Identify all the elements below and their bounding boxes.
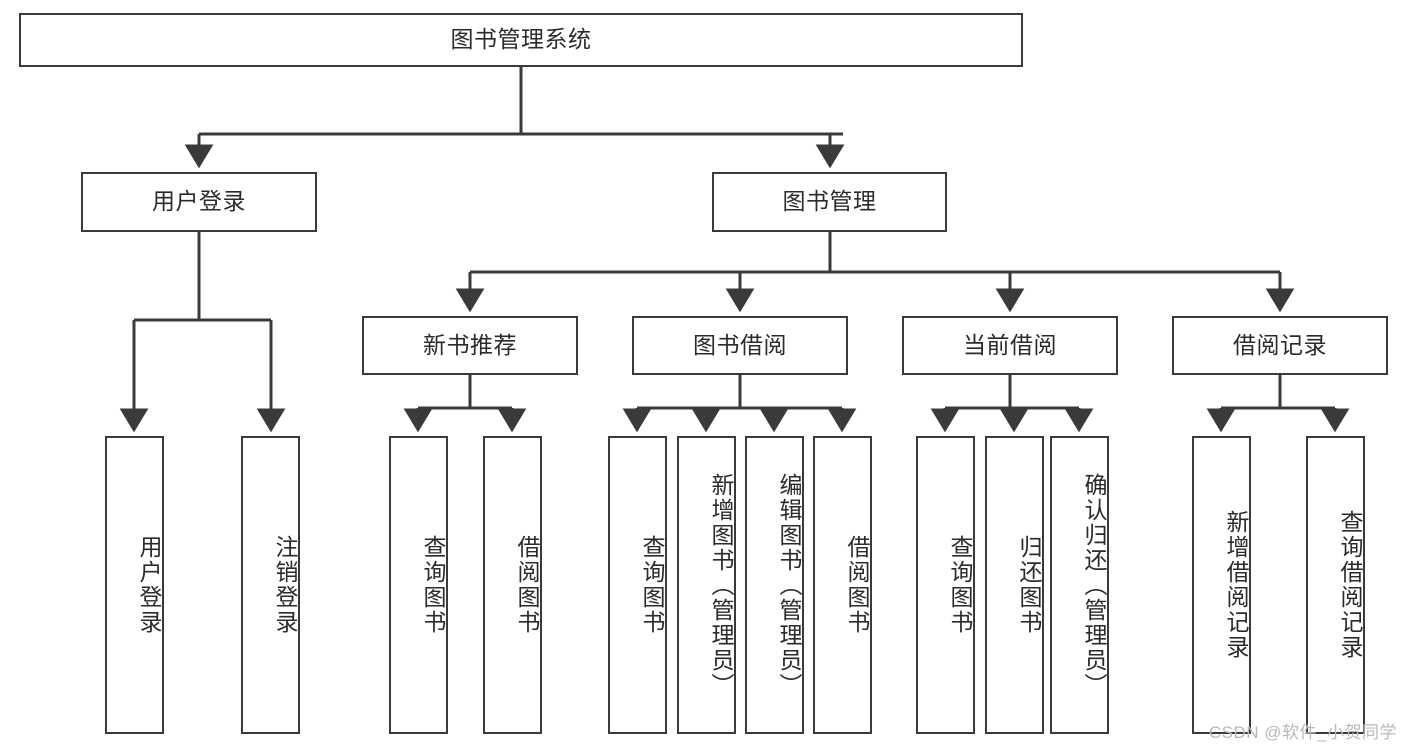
watermark: CSDN @软件_小贺同学 [1208,723,1397,742]
node-leaf-query-book-2[interactable]: 查询图书 [608,436,667,734]
node-leaf-borrow-book-1[interactable]: 借阅图书 [483,436,542,734]
node-root[interactable]: 图书管理系统 [19,13,1023,67]
node-leaf-query-book-1-label: 查询图书 [420,535,446,635]
node-leaf-user-login-label: 用户登录 [136,535,162,635]
node-borrow-record-label: 借阅记录 [1233,331,1327,358]
node-leaf-query-book-3[interactable]: 查询图书 [916,436,975,734]
node-root-label: 图书管理系统 [450,26,592,53]
node-leaf-add-book-label: 新增图书（管理员） [708,472,734,698]
node-new-book-rec-label: 新书推荐 [423,331,517,358]
node-user-login-label: 用户登录 [152,188,246,215]
node-leaf-return-book[interactable]: 归还图书 [985,436,1044,734]
node-leaf-add-record[interactable]: 新增借阅记录 [1192,436,1251,734]
node-leaf-user-logout[interactable]: 注销登录 [241,436,300,734]
node-leaf-borrow-book-1-label: 借阅图书 [514,535,540,635]
node-leaf-borrow-book-2[interactable]: 借阅图书 [813,436,872,734]
node-leaf-edit-book-label: 编辑图书（管理员） [776,472,802,698]
node-leaf-user-logout-label: 注销登录 [272,535,298,635]
node-borrow-record[interactable]: 借阅记录 [1172,316,1388,375]
node-leaf-add-record-label: 新增借阅记录 [1223,510,1249,660]
node-leaf-user-login[interactable]: 用户登录 [105,436,164,734]
node-book-borrow[interactable]: 图书借阅 [632,316,848,375]
node-leaf-borrow-book-2-label: 借阅图书 [844,535,870,635]
node-current-borrow[interactable]: 当前借阅 [902,316,1118,375]
node-leaf-confirm-return-label: 确认归还（管理员） [1081,472,1107,698]
node-new-book-rec[interactable]: 新书推荐 [362,316,578,375]
node-leaf-return-book-label: 归还图书 [1016,535,1042,635]
node-book-borrow-label: 图书借阅 [693,331,787,358]
node-leaf-query-record-label: 查询借阅记录 [1337,510,1363,660]
node-book-manage[interactable]: 图书管理 [712,172,947,232]
node-leaf-add-book[interactable]: 新增图书（管理员） [677,436,736,734]
node-leaf-query-record[interactable]: 查询借阅记录 [1306,436,1365,734]
node-user-login[interactable]: 用户登录 [81,172,317,232]
node-leaf-query-book-3-label: 查询图书 [947,535,973,635]
node-book-manage-label: 图书管理 [782,188,877,215]
node-leaf-edit-book[interactable]: 编辑图书（管理员） [745,436,804,734]
node-leaf-query-book-1[interactable]: 查询图书 [389,436,448,734]
node-current-borrow-label: 当前借阅 [963,331,1057,358]
node-leaf-query-book-2-label: 查询图书 [639,535,665,635]
node-leaf-confirm-return[interactable]: 确认归还（管理员） [1050,436,1109,734]
